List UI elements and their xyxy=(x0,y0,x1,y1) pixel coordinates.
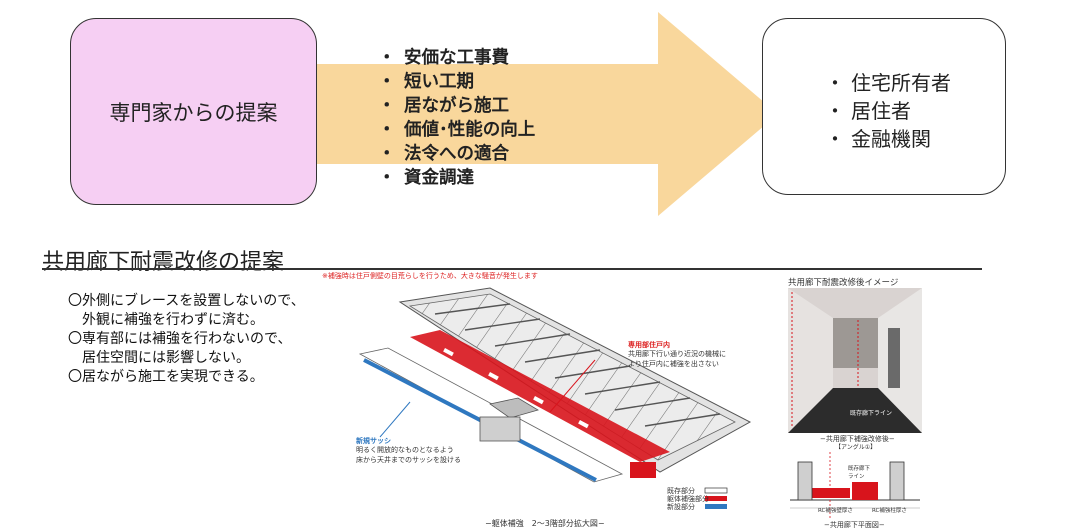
plan-note-wall: RC補強壁厚さ xyxy=(818,508,853,514)
note-line: 〇専有部には補強を行わないので、 xyxy=(68,331,292,347)
note-line: 居住空間には影響しない。 xyxy=(82,350,250,366)
note-line: 外観に補強を行わずに済む。 xyxy=(82,312,264,328)
beneficiary-item: 金融機関 xyxy=(825,125,951,153)
plan-note-corridor-line: 既存廊下 ライン xyxy=(848,466,871,480)
flow-arrow xyxy=(300,12,778,216)
note-line: 〇外側にブレースを設置しないので、 xyxy=(68,293,305,309)
corridor-plan-drawing xyxy=(790,452,920,520)
callout-title: 専用部住戸内 xyxy=(628,341,670,349)
note-line: 〇居ながら施工を実現できる。 xyxy=(68,369,264,385)
right-caption-sub: 【アングル①】 xyxy=(835,444,877,451)
benefit-item: 居ながら施工 xyxy=(378,94,535,118)
proposal-source-box: 専門家からの提案 xyxy=(70,18,317,205)
sash-title: 新規サッシ xyxy=(356,437,391,445)
beneficiary-item: 居住者 xyxy=(825,97,951,125)
legend-reinforce: 躯体補強部分 xyxy=(667,495,709,503)
benefit-item: 法令への適合 xyxy=(378,142,535,166)
sash-body: 明るく開放的なものとなるよう 床から天井までのサッシを設ける xyxy=(356,446,461,464)
right-caption: −共用廊下補強改修後− xyxy=(820,435,895,443)
proposal-source-label: 専門家からの提案 xyxy=(109,100,278,125)
section-divider xyxy=(42,268,982,270)
right-bottom-caption: −共用廊下平面図− xyxy=(824,521,885,529)
photo-label: 既存廊下ライン xyxy=(850,410,893,417)
figure-caption: −躯体補強 2〜3階部分拡大図− xyxy=(485,519,605,528)
legend-existing: 既存部分 xyxy=(667,487,695,495)
benefit-item: 短い工期 xyxy=(378,70,535,94)
beneficiary-item: 住宅所有者 xyxy=(825,69,951,97)
benefit-item: 資金調達 xyxy=(378,166,535,190)
corridor-photo xyxy=(788,288,922,433)
proposal-notes: 〇外側にブレースを設置しないので、 外観に補強を行わずに済む。 〇専有部には補強… xyxy=(68,292,305,387)
benefit-list: 安価な工事費 短い工期 居ながら施工 価値･性能の向上 法令への適合 資金調達 xyxy=(378,46,535,190)
beneficiary-box: 住宅所有者 居住者 金融機関 xyxy=(762,18,1006,195)
legend-new: 新設部分 xyxy=(667,503,695,511)
callout-body: 共用廊下行い通り近況の機械に より住戸内に補強を出さない xyxy=(628,350,726,368)
benefit-item: 安価な工事費 xyxy=(378,46,535,70)
plan-note-column: RC補強柱厚さ xyxy=(872,508,907,514)
right-figure-title: 共用廊下耐震改修後イメージ xyxy=(788,278,899,288)
isometric-building-diagram xyxy=(358,287,752,509)
section-title: 共用廊下耐震改修の提案 xyxy=(42,250,285,275)
beneficiary-list: 住宅所有者 居住者 金融機関 xyxy=(825,69,951,153)
benefit-item: 価値･性能の向上 xyxy=(378,118,535,142)
figure-warning: ※補強時は住戸側壁の目荒らしを行うため、大きな騒音が発生します xyxy=(322,272,538,280)
